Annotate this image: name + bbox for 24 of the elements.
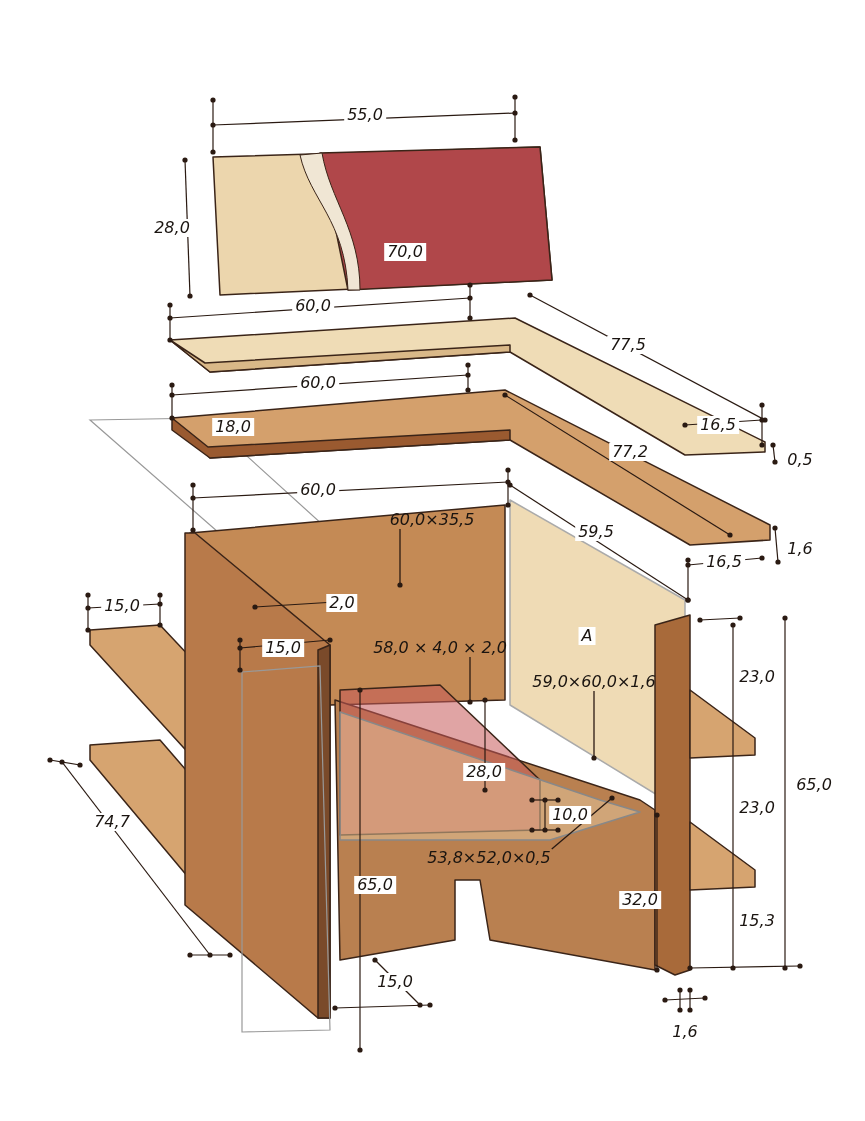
dimension-label: 55,0 <box>344 106 386 124</box>
dimension-label: 15,0 <box>101 597 143 615</box>
dimension-label: 60,0 <box>292 297 334 315</box>
dimension-label: 16,5 <box>703 553 745 571</box>
dimension-label: 18,0 <box>212 418 254 436</box>
part-size-label: 60,0×35,5 <box>388 511 476 529</box>
part-size-label: 53,8×52,0×0,5 <box>426 849 552 867</box>
leader-line <box>467 656 473 705</box>
leader-line <box>591 690 597 761</box>
dimension-label: 70,0 <box>384 243 426 261</box>
dimension-label: 32,0 <box>619 891 661 909</box>
dimension-label: 2,0 <box>326 594 358 612</box>
dimension-label: 60,0 <box>297 374 339 392</box>
dimension-label: 23,0 <box>736 799 778 817</box>
leader-line <box>397 528 403 588</box>
dimension-label: 23,0 <box>736 668 778 686</box>
dimension-label: 10,0 <box>549 806 591 824</box>
dimension-label: 65,0 <box>354 876 396 894</box>
dimension-label: 28,0 <box>151 219 193 237</box>
dimension-label: 15,0 <box>262 639 304 657</box>
dimension-label: 28,0 <box>463 763 505 781</box>
dimension-label: 16,5 <box>697 416 739 434</box>
part-letter: A <box>578 627 596 645</box>
dimension-label: 60,0 <box>297 481 339 499</box>
